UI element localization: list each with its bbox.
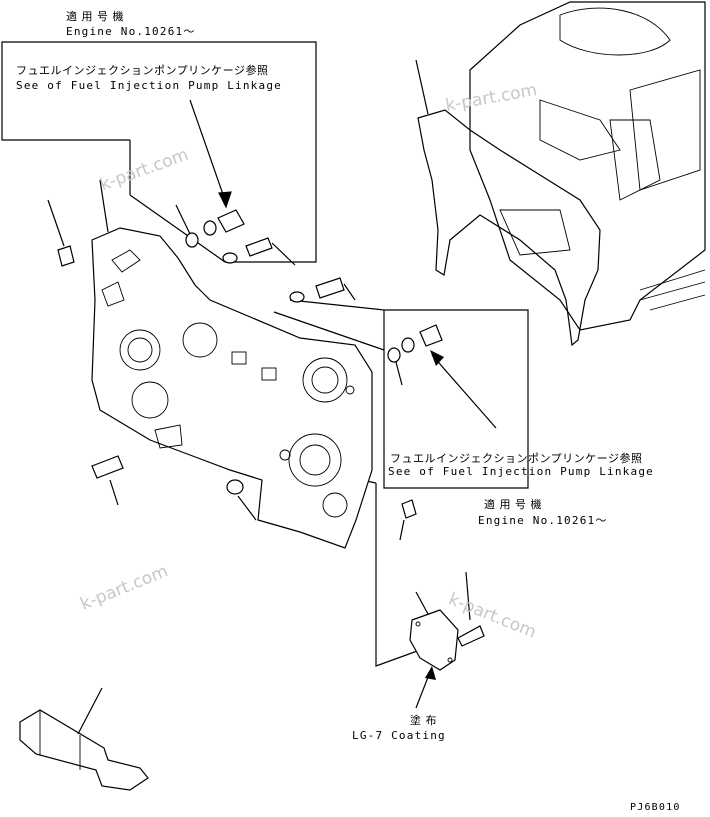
left-applicable-label: 適 用 号 機	[66, 10, 124, 23]
figure-code: PJ6B010	[630, 802, 681, 813]
left-reference-en: See of Fuel Injection Pump Linkage	[16, 79, 282, 92]
plug-lower	[226, 479, 257, 521]
ring-parts-left	[175, 204, 245, 248]
gear-case	[91, 227, 373, 549]
cover-plate	[409, 571, 485, 709]
engine-block	[469, 1, 706, 331]
right-callout-leader	[273, 311, 385, 351]
left-callout-arrow	[189, 99, 227, 204]
coating-label-en: LG-7 Coating	[352, 729, 446, 742]
gasket	[417, 109, 601, 347]
cover-bracket	[375, 483, 421, 667]
bolt-left	[91, 455, 124, 506]
left-engine-number: Engine No.10261～	[66, 25, 196, 38]
left-reference-jp: フュエルインジェクションポンプリンケージ参照	[16, 64, 269, 77]
right-callout-frame	[289, 299, 529, 489]
right-reference-jp: フュエルインジェクションポンプリンケージ参照	[390, 452, 643, 465]
right-engine-number: Engine No.10261～	[478, 514, 608, 527]
coating-label-jp: 塗 布	[410, 714, 437, 727]
plug	[57, 245, 75, 267]
left-callout-frame	[1, 41, 317, 263]
ring-parts-right	[387, 324, 443, 386]
plug-right	[399, 499, 417, 541]
right-reference-en: See of Fuel Injection Pump Linkage	[388, 465, 654, 478]
right-callout-arrow	[431, 354, 497, 429]
tool	[19, 687, 149, 791]
right-applicable-label: 適 用 号 機	[484, 498, 542, 511]
bolts-top	[222, 237, 356, 303]
